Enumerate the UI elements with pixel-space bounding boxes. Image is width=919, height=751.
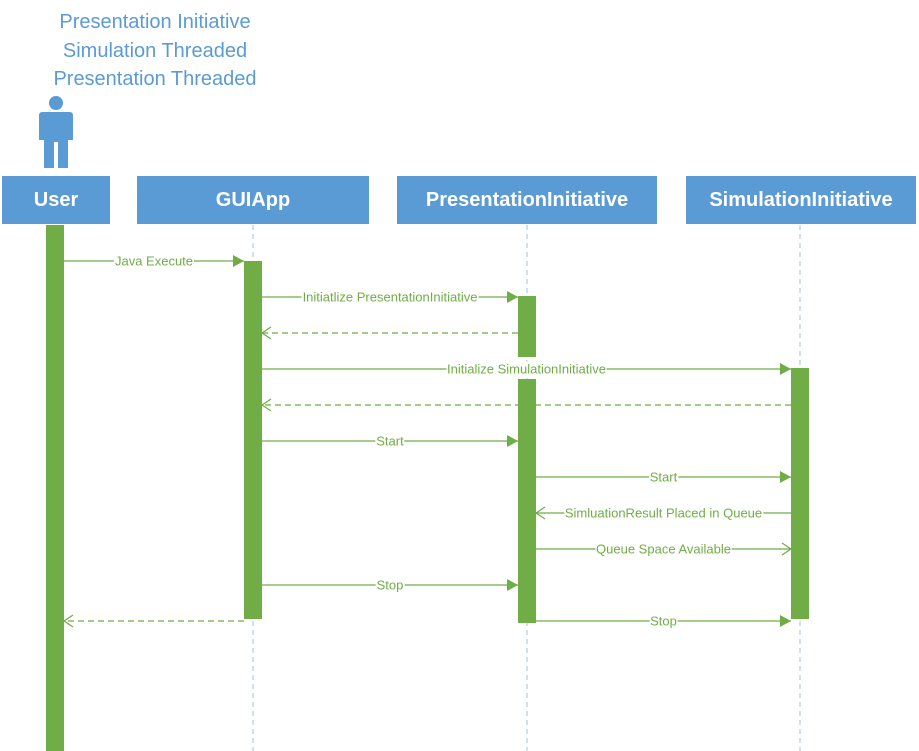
message-label: Start (648, 469, 679, 485)
arrowhead-filled (780, 363, 791, 375)
arrowhead-filled (233, 255, 244, 267)
arrowhead-filled (507, 435, 518, 447)
arrowhead-open (260, 326, 272, 340)
message-label: Stop (375, 577, 405, 593)
activation-bar-presentation (518, 379, 536, 623)
message-label: Stop (649, 613, 678, 629)
arrowhead-open (781, 542, 793, 556)
activation-bar-simulation (791, 368, 809, 619)
title-line-1: Presentation Initiative (59, 11, 251, 33)
activation-bar-guiapp (244, 261, 262, 619)
user-icon (39, 96, 73, 168)
participant-guiapp: GUIApp (137, 176, 369, 224)
arrowhead-open (260, 398, 272, 412)
arrowhead-filled (507, 291, 518, 303)
title-line-3: Presentation Threaded (53, 68, 257, 90)
activation-bar-presentation (518, 296, 536, 357)
message-label: Queue Space Available (595, 541, 732, 557)
diagram-title: Presentation Initiative Simulation Threa… (0, 8, 310, 94)
message-label: SimluationResult Placed in Queue (563, 505, 764, 521)
participant-simulation-initiative: SimulationInitiative (686, 176, 916, 224)
title-line-2: Simulation Threaded (62, 39, 248, 62)
arrowhead-open (62, 614, 74, 628)
message-label: Initialize SimulationInitiative (446, 361, 607, 377)
arrowhead-filled (507, 579, 518, 591)
participant-user: User (2, 176, 110, 224)
message-label: Initiatlize PresentationInitiative (301, 289, 479, 305)
arrowhead-open (534, 506, 546, 520)
message-label: Java Execute (113, 253, 195, 269)
participant-presentation-initiative: PresentationInitiative (397, 176, 657, 224)
arrowhead-filled (780, 471, 791, 483)
activation-bar-user (46, 225, 64, 751)
arrowhead-filled (780, 615, 791, 627)
message-label: Start (375, 433, 405, 449)
